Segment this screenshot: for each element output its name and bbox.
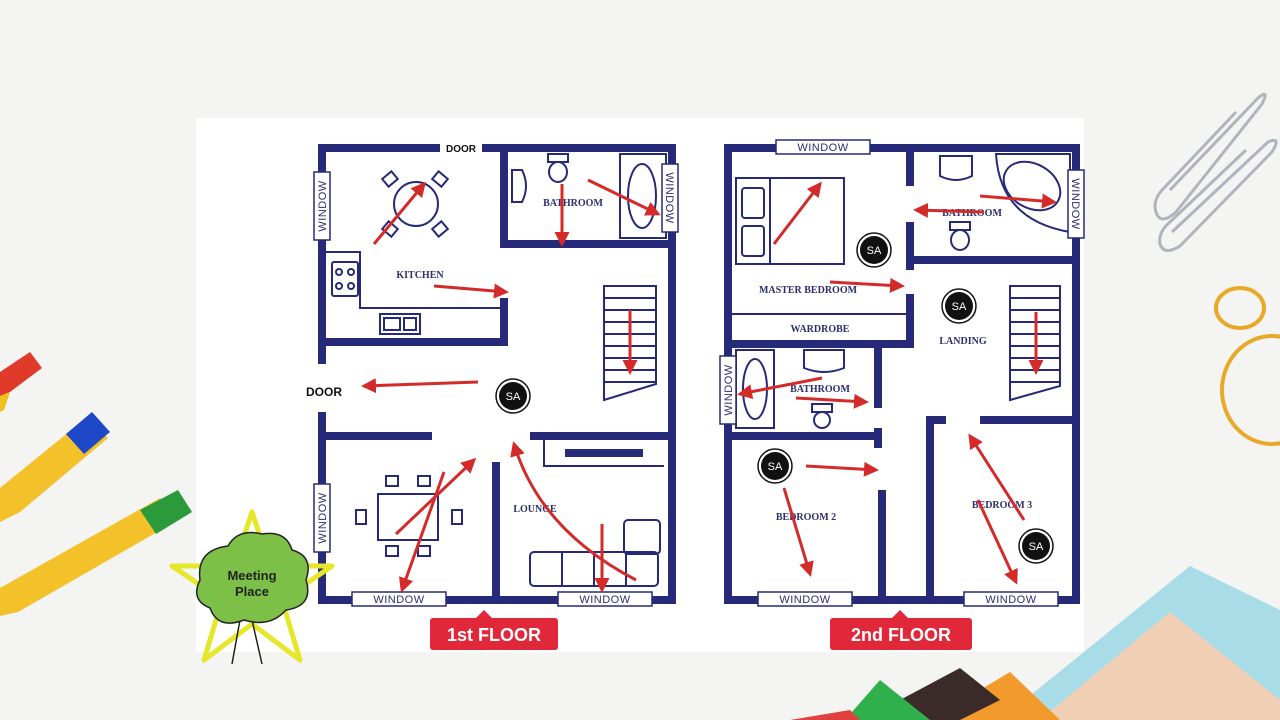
escape-arrow: [976, 499, 1018, 585]
smoke-alarm-icon: SA: [941, 288, 977, 324]
plan-panel: [196, 118, 1084, 652]
room-label-kitchen: KITCHEN: [396, 270, 444, 281]
svg-text:SA: SA: [952, 301, 967, 313]
escape-arrow: [795, 393, 869, 409]
floor2-windows: WINDOW WINDOW WINDOW WINDOW WINDOW: [719, 139, 1085, 607]
second-floor-plan: WINDOW WINDOW WINDOW WINDOW WINDOW MASTE…: [719, 139, 1085, 650]
window-label: WINDOW: [797, 142, 848, 154]
smoke-alarm-icon: SA: [495, 378, 531, 414]
floor1-badge: 1st FLOOR: [430, 610, 558, 650]
smoke-alarm-icon: SA: [856, 232, 892, 268]
window-label: WINDOW: [985, 594, 1036, 606]
escape-arrow: [829, 277, 905, 293]
escape-arrow: [587, 178, 661, 216]
escape-arrow: [968, 433, 1026, 521]
paper-stack-icon: [790, 566, 1280, 720]
floor2-escape-arrows: [737, 181, 1057, 585]
floor1-badge-label: 1st FLOOR: [447, 625, 541, 645]
escape-arrow: [372, 181, 426, 245]
window-label: WINDOW: [317, 492, 329, 543]
escape-arrow: [782, 487, 814, 577]
room-label-bathroom: BATHROOM: [543, 198, 603, 209]
room-label-bedroom2: BEDROOM 2: [776, 512, 836, 523]
first-floor-plan: WINDOW WINDOW WINDOW WINDOW WINDOW DOOR …: [306, 144, 679, 650]
green-marker-icon: [0, 490, 192, 616]
svg-text:SA: SA: [506, 391, 521, 403]
blue-marker-icon: [0, 412, 110, 522]
escape-arrow: [398, 471, 446, 593]
window-label: WINDOW: [723, 364, 735, 415]
master-bed-icon: [732, 177, 906, 315]
door-label-top: DOOR: [446, 144, 477, 155]
kitchen-counter: [326, 251, 500, 335]
tree-icon: [195, 531, 309, 665]
meeting-place-line2: Place: [235, 584, 269, 599]
svg-text:SA: SA: [867, 245, 882, 257]
svg-text:SA: SA: [768, 461, 783, 473]
floor1-escape-arrows: [361, 178, 661, 593]
window-label: WINDOW: [373, 594, 424, 606]
room-label-wardrobe: WARDROBE: [791, 324, 850, 335]
room-label-landing: LANDING: [939, 336, 986, 347]
window-label: WINDOW: [1069, 178, 1081, 229]
room-label-master-bedroom: MASTER BEDROOM: [759, 285, 858, 296]
dining-table-icon: [355, 475, 463, 557]
window-label: WINDOW: [779, 594, 830, 606]
window-label: WINDOW: [317, 180, 329, 231]
svg-text:SA: SA: [1029, 541, 1044, 553]
floor1-windows: WINDOW WINDOW WINDOW WINDOW WINDOW: [313, 163, 679, 607]
star-icon: [169, 509, 335, 663]
meeting-place-line1: Meeting: [227, 568, 276, 583]
escape-arrow: [913, 202, 985, 218]
smoke-alarm-icon: SA: [757, 448, 793, 484]
escape-arrow: [510, 441, 637, 582]
window-label: WINDOW: [579, 594, 630, 606]
floor2-badge-label: 2nd FLOOR: [851, 625, 951, 645]
window-label: WINDOW: [663, 172, 675, 223]
meeting-place: Meeting Place: [169, 509, 335, 665]
escape-arrow: [772, 181, 822, 245]
room-label-bathroom-small: BATHROOM: [790, 384, 850, 395]
door-label-left: DOOR: [306, 385, 342, 399]
red-marker-icon: [0, 352, 42, 412]
room-label-bathroom-top: BATHROOM: [942, 208, 1002, 219]
rubber-band-icon: [1214, 286, 1280, 446]
escape-arrow: [361, 378, 479, 394]
escape-arrow: [979, 193, 1057, 209]
desk-decorations: [0, 92, 1280, 720]
room-label-bedroom3: BEDROOM 3: [972, 500, 1032, 511]
escape-arrow: [433, 283, 509, 299]
paper-clip-icon: [1153, 92, 1278, 252]
smoke-alarm-icon: SA: [1018, 528, 1054, 564]
lounge-furniture: [529, 440, 664, 587]
escape-arrow: [737, 376, 823, 400]
room-label-lounge: LOUNGE: [513, 504, 557, 515]
floor2-badge: 2nd FLOOR: [830, 610, 972, 650]
escape-arrow: [805, 461, 879, 477]
